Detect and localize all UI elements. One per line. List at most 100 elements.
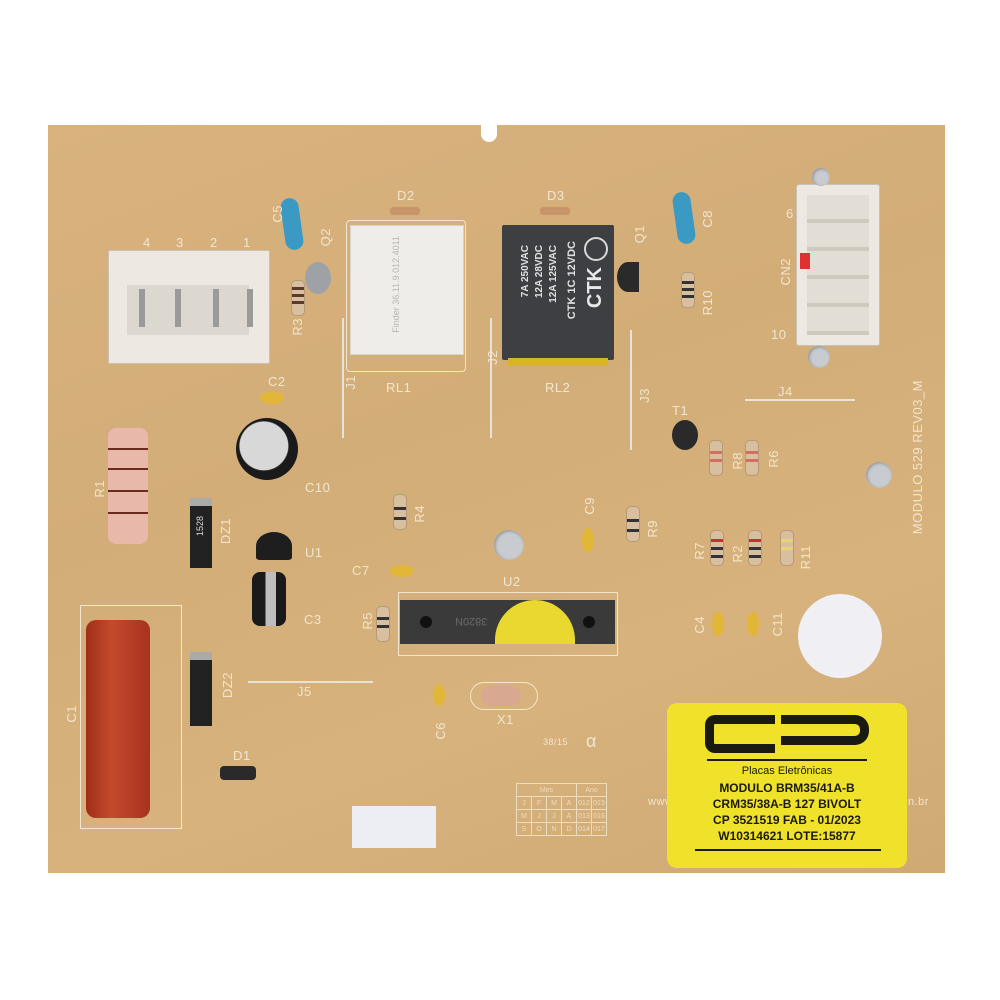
grid-cell: 017 — [591, 822, 607, 836]
r4-label: R4 — [412, 505, 427, 523]
u1-regulator — [256, 532, 292, 560]
c2-label: C2 — [268, 374, 286, 389]
rl2-model: CTK 1C 12VDC — [566, 241, 578, 320]
r11-label: R11 — [798, 545, 813, 570]
module-revision-text: MODULO 529 REV03_M — [910, 380, 925, 535]
c4-capacitor — [712, 612, 724, 636]
j1-label: J1 — [343, 375, 358, 390]
dz1-diode: 1528 — [190, 498, 212, 568]
cn2-red-mark — [800, 253, 810, 269]
j2-jumper — [490, 318, 492, 438]
r7-label: R7 — [692, 542, 707, 560]
rl2-rating-2: 12A 28VDC — [534, 245, 545, 298]
c3-label: C3 — [304, 612, 322, 627]
q1-transistor — [617, 262, 639, 292]
r3-label: R3 — [290, 318, 305, 336]
r11-resistor — [780, 530, 794, 566]
cp-logo: CP — [705, 715, 869, 753]
c1-capacitor — [86, 620, 150, 818]
r6-label: R6 — [766, 450, 781, 468]
mount-hole-center — [494, 530, 524, 560]
cn1-pin-4: 4 — [143, 235, 151, 250]
r2-resistor — [748, 530, 762, 566]
grid-cell: A — [561, 796, 577, 810]
board-notch — [481, 118, 497, 142]
white-round-sticker — [798, 594, 882, 678]
rl1-relay: Finder 36.11.9.012.4011 — [350, 225, 464, 355]
grid-cell: 014 — [576, 822, 592, 836]
logo-underline — [707, 759, 867, 761]
c6-capacitor — [433, 684, 445, 706]
rl2-label: RL2 — [545, 380, 571, 395]
r1-label: R1 — [92, 480, 107, 498]
cn2-connector — [796, 184, 880, 346]
j3-jumper — [630, 330, 632, 450]
sticker-line-4: W10314621 LOTE:15877 — [718, 829, 856, 843]
sticker-line-1: MODULO BRM35/41A-B — [719, 781, 855, 795]
u2-outline — [398, 592, 618, 656]
cn1-pin-2: 2 — [210, 235, 218, 250]
grid-header-year: Ano — [576, 783, 607, 797]
c9-capacitor — [582, 528, 594, 552]
sticker-subtitle: Placas Eletrônicas — [741, 765, 833, 777]
cn2-label: CN2 — [778, 258, 793, 286]
r2-label: R2 — [730, 545, 745, 563]
date-code: 38/15 — [543, 737, 569, 747]
c8-label: C8 — [700, 210, 715, 228]
j5-label: J5 — [297, 684, 312, 699]
dz1-label: DZ1 — [218, 518, 233, 545]
d2-diode — [390, 207, 420, 215]
c1-outline — [80, 605, 182, 829]
grid-header-month: Mes — [516, 783, 577, 797]
alpha-mark: α — [586, 731, 597, 751]
grid-cell: 013 — [576, 809, 592, 823]
d3-diode — [540, 207, 570, 215]
cn2-mount-hole-top — [812, 168, 830, 186]
cn2-mount-hole-bottom — [808, 346, 830, 368]
r1-resistor — [108, 428, 148, 544]
c6-label: C6 — [433, 722, 448, 740]
r6-resistor — [745, 440, 759, 476]
dz1-marking: 1528 — [195, 516, 205, 537]
mount-hole-right — [866, 462, 892, 488]
u2-ic: 3820N — [400, 600, 615, 644]
grid-cell: S — [516, 822, 532, 836]
r10-label: R10 — [700, 290, 715, 316]
r9-resistor — [626, 506, 640, 542]
cn1-pin-1: 1 — [243, 235, 251, 250]
grid-cell: J — [531, 809, 547, 823]
grid-cell: J — [546, 809, 562, 823]
q2-label: Q2 — [318, 228, 333, 247]
d2-label: D2 — [397, 188, 415, 203]
j3-label: J3 — [637, 388, 652, 403]
c9-label: C9 — [582, 497, 597, 515]
r4-resistor — [393, 494, 407, 530]
q2-transistor — [305, 262, 331, 294]
r3-resistor — [291, 280, 305, 316]
c3-capacitor — [252, 572, 286, 626]
website-tail: n.br — [908, 796, 929, 808]
t1-transistor — [672, 420, 698, 450]
website-partial: www — [648, 796, 674, 808]
c11-capacitor — [747, 612, 759, 636]
white-rect-sticker — [352, 806, 436, 848]
u1-label: U1 — [305, 545, 323, 560]
r10-resistor — [681, 272, 695, 308]
r5-resistor — [376, 606, 390, 642]
r5-label: R5 — [360, 612, 375, 630]
grid-cell: O — [531, 822, 547, 836]
x1-label: X1 — [497, 712, 514, 727]
grid-cell: A — [561, 809, 577, 823]
rl2-rating-1: 12A 125VAC — [548, 245, 559, 303]
c5-label: C5 — [270, 205, 285, 223]
j4-label: J4 — [778, 384, 793, 399]
cn1-connector — [108, 250, 270, 364]
r8-label: R8 — [730, 452, 745, 470]
cn1-pin-3: 3 — [176, 235, 184, 250]
t1-label: T1 — [672, 403, 689, 418]
j2-label: J2 — [485, 350, 500, 365]
cn2-pin-6: 6 — [786, 206, 794, 221]
grid-cell: M — [516, 809, 532, 823]
c11-label: C11 — [770, 612, 785, 637]
